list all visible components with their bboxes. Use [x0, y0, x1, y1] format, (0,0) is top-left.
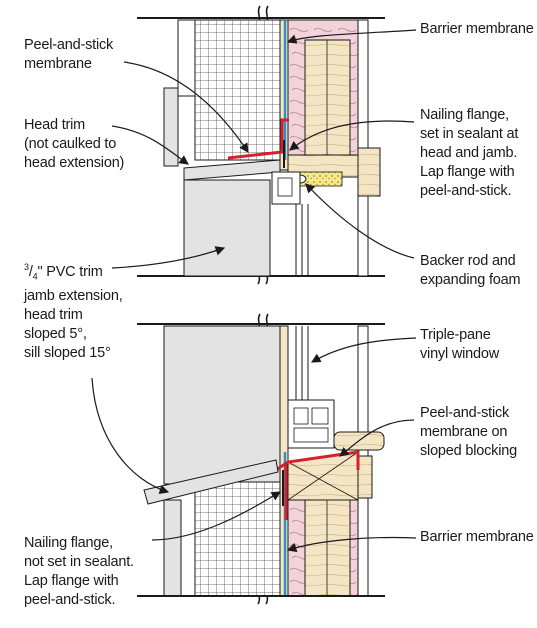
interior-casing-head	[357, 147, 381, 197]
label-barrier-membrane-top: Barrier membrane	[420, 21, 534, 37]
leader-triple-pane	[310, 337, 417, 363]
leader-barrier-bottom	[286, 536, 417, 553]
leader-peel-and-stick-head	[123, 61, 249, 153]
leader-pvc-jamb	[111, 246, 226, 269]
leader-head-trim	[111, 125, 189, 165]
label-nailing-flange-no-sealant: Nailing flange, not set in sealant. Lap …	[24, 535, 134, 608]
pvc-fraction-denominator: 4	[32, 271, 38, 282]
pvc-jamb-extension-head	[183, 179, 271, 277]
leader-barrier-top	[286, 29, 417, 44]
label-nailing-flange-sealant: Nailing flange, set in sealant at head a…	[420, 107, 519, 199]
window-frame-head	[271, 171, 301, 205]
pvc-trim-text: " PVC trim jamb extension, head trim slo…	[24, 263, 123, 361]
sill-section	[137, 313, 385, 605]
label-pvc-trim: 3/4" PVC trim jamb extension, head trim …	[24, 262, 123, 361]
pvc-head-extension	[183, 159, 281, 181]
label-peel-and-stick-membrane: Peel-and-stick membrane	[24, 37, 114, 72]
interior-apron	[357, 455, 373, 499]
stud-sill	[304, 499, 351, 597]
leader-pvc-sill	[91, 377, 170, 495]
leader-nailing-flange-head	[289, 120, 415, 151]
leader-backer-rod	[305, 183, 415, 259]
label-barrier-membrane-bottom: Barrier membrane	[420, 529, 534, 545]
leader-nailing-flange-sill	[151, 491, 282, 541]
peel-and-stick-sill	[275, 450, 360, 472]
label-backer-rod: Backer rod and expanding foam	[420, 253, 521, 288]
label-head-trim: Head trim (not caulked to head extension…	[24, 117, 125, 171]
exterior-foam-head	[194, 19, 281, 161]
head-trim-board	[163, 87, 179, 167]
head-section	[137, 5, 385, 285]
label-triple-pane: Triple-pane vinyl window	[420, 327, 499, 362]
stud-head	[304, 39, 351, 156]
furring-strip-sill	[163, 499, 182, 597]
leader-peel-and-stick-blocking	[339, 419, 415, 457]
pvc-sill-extension	[143, 459, 279, 505]
furring-strip-head	[177, 19, 196, 97]
label-peel-and-stick-blocking: Peel-and-stick membrane on sloped blocki…	[420, 405, 517, 459]
pvc-fraction-numerator: 3	[24, 262, 29, 272]
peel-and-stick-head	[227, 118, 289, 160]
pvc-jamb-extension-sill	[163, 325, 281, 485]
leader-lines	[91, 29, 417, 553]
